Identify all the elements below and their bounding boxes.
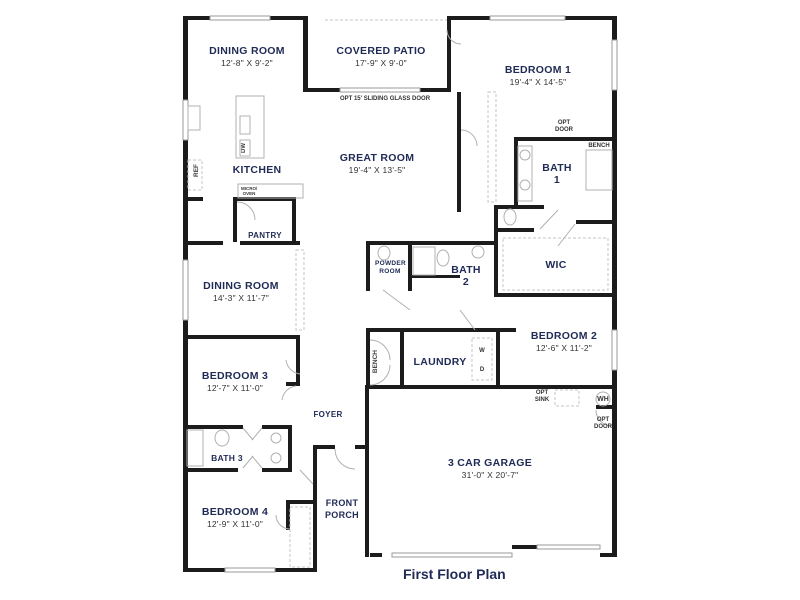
note-dryer: D — [479, 367, 485, 373]
room-name: BATH 2 — [451, 264, 481, 288]
room-name: DINING ROOM — [203, 280, 279, 292]
door-swings — [236, 29, 613, 530]
room-name: BEDROOM 4 — [201, 506, 269, 518]
note-opt-door-bedroom1: OPT DOOR — [555, 120, 573, 133]
room-name: COVERED PATIO — [336, 45, 426, 57]
room-dims: 31'-0" X 20'-7" — [461, 470, 519, 480]
note-ref: REF — [193, 164, 200, 177]
note-washer: W — [479, 348, 485, 354]
note-sliding-door: OPT 15' SLIDING GLASS DOOR — [339, 96, 431, 102]
plan-title: First Floor Plan — [403, 566, 506, 582]
room-laundry: LAUNDRY — [413, 356, 466, 368]
room-wic: WIC — [545, 259, 566, 271]
room-name: BEDROOM 3 — [201, 370, 269, 382]
room-name: DINING ROOM — [209, 45, 285, 57]
room-dims: 19'-4" X 13'-5" — [348, 165, 406, 175]
room-dims: 12'-8" X 9'-2" — [221, 58, 273, 68]
note-dw: DW — [241, 143, 247, 153]
windows — [182, 15, 618, 573]
note-opt-sink: OPT SINK — [534, 390, 550, 403]
room-name: BATH 1 — [542, 162, 572, 186]
room-bath-2: BATH 2 — [451, 264, 481, 288]
room-name: KITCHEN — [232, 164, 282, 176]
room-name: BATH 3 — [211, 453, 243, 463]
room-name: BEDROOM 1 — [504, 64, 572, 76]
room-name: FOYER — [313, 410, 343, 419]
room-name: POWDER ROOM — [375, 260, 407, 275]
room-dims: 19'-4" X 14'-5" — [509, 77, 567, 87]
fixtures — [186, 19, 613, 568]
room-name: GREAT ROOM — [339, 152, 415, 164]
room-kitchen: KITCHEN — [233, 164, 282, 176]
note-bench-mudroom: BENCH — [372, 350, 379, 374]
room-dims: 14'-3" X 11'-7" — [212, 293, 270, 303]
room-dims: 12'-6" X 11'-2" — [535, 343, 593, 353]
room-dims: 12'-9" X 11'-0" — [206, 519, 264, 529]
room-name: FRONT PORCH — [324, 498, 359, 520]
note-bench-bath1: BENCH — [588, 143, 610, 149]
room-name: 3 CAR GARAGE — [447, 457, 533, 469]
room-pantry: PANTRY — [248, 230, 282, 242]
room-name: BEDROOM 2 — [530, 330, 598, 342]
note-water-heater: WH — [597, 396, 609, 403]
note-micro-oven: MICRO/ OVEN — [241, 186, 258, 196]
room-front-porch: FRONT PORCH — [324, 497, 360, 521]
room-bath-3: BATH 3 — [211, 452, 243, 464]
room-bath-1: BATH 1 — [542, 162, 572, 186]
interior-walls — [183, 92, 616, 572]
room-name: PANTRY — [248, 231, 282, 240]
room-dims: 17'-9" X 9'-0" — [355, 58, 407, 68]
room-foyer: FOYER — [313, 409, 342, 421]
room-name: LAUNDRY — [413, 356, 467, 368]
note-opt-door-garage: OPT DOOR — [594, 417, 612, 430]
room-powder-room: POWDER ROOM — [375, 260, 407, 276]
room-dims: 12'-7" X 11'-0" — [206, 383, 264, 393]
room-name: WIC — [545, 259, 567, 271]
